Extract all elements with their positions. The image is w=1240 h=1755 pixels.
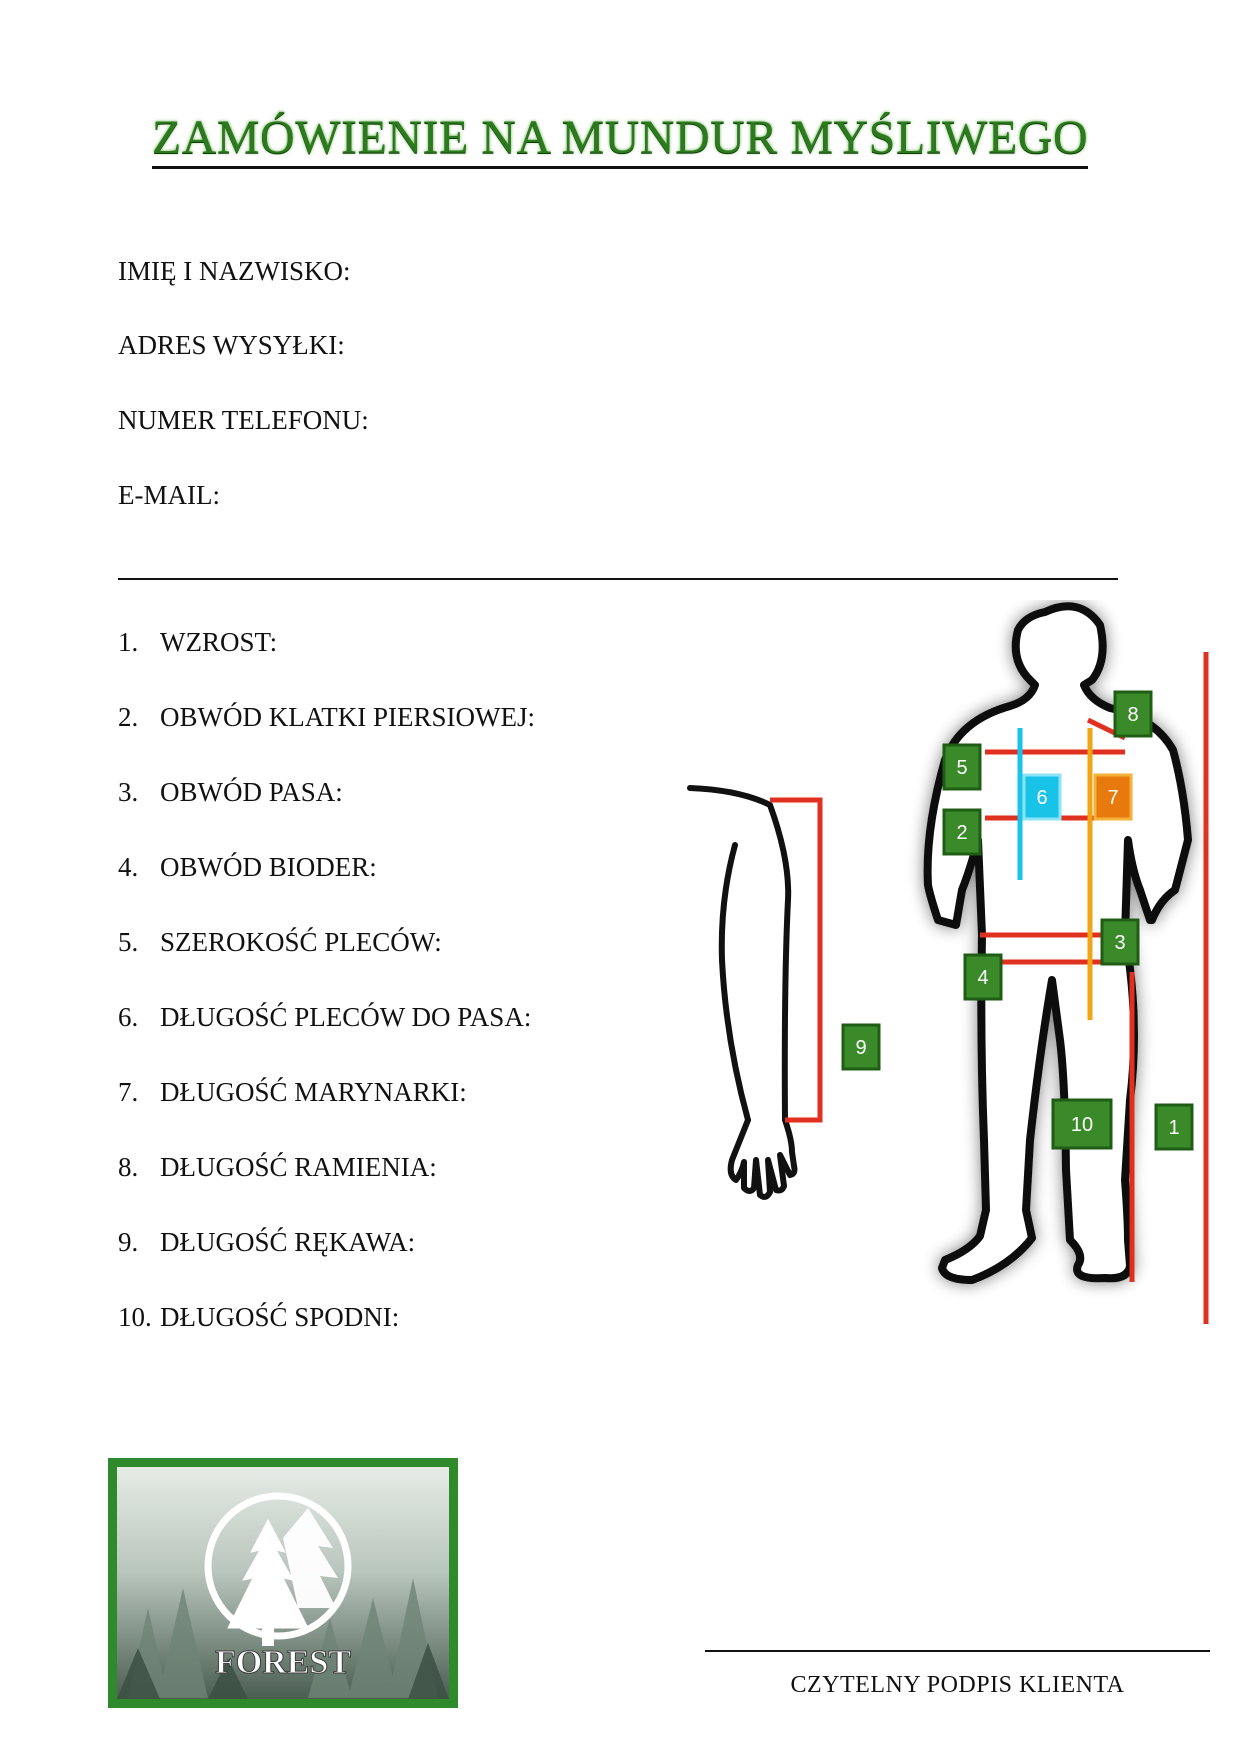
- measurement-label: OBWÓD BIODER:: [160, 852, 377, 882]
- measurement-item-10: 10. DŁUGOŚĆ SPODNI:: [118, 1302, 399, 1333]
- measurement-item-2: 2. OBWÓD KLATKI PIERSIOWEJ:: [118, 702, 535, 733]
- marker-10: 10: [1051, 1098, 1113, 1150]
- svg-text:3: 3: [1114, 932, 1125, 954]
- measurement-number: 8.: [118, 1152, 139, 1182]
- measurement-item-8: 8. DŁUGOŚĆ RAMIENIA:: [118, 1152, 437, 1183]
- page-title: ZAMÓWIENIE NA MUNDUR MYŚLIWEGO: [0, 110, 1240, 169]
- measurement-label: OBWÓD KLATKI PIERSIOWEJ:: [160, 702, 535, 732]
- forest-logo: FOREST: [108, 1458, 458, 1708]
- measurement-label: DŁUGOŚĆ PLECÓW DO PASA:: [160, 1002, 532, 1032]
- measurement-number: 3.: [118, 777, 139, 807]
- signature-label: CZYTELNY PODPIS KLIENTA: [790, 1672, 1125, 1698]
- marker-3: 3: [1100, 918, 1140, 966]
- address-field-label: ADRES WYSYŁKI:: [118, 330, 345, 360]
- measurement-item-4: 4. OBWÓD BIODER:: [118, 852, 377, 883]
- measurement-item-1: 1. WZROST:: [118, 627, 277, 658]
- measurement-label: DŁUGOŚĆ RAMIENIA:: [160, 1152, 437, 1182]
- measurement-number: 7.: [118, 1077, 139, 1107]
- svg-text:2: 2: [956, 822, 967, 844]
- measurement-label: OBWÓD PASA:: [160, 777, 343, 807]
- svg-text:8: 8: [1127, 704, 1138, 726]
- measurement-number: 5.: [118, 927, 139, 957]
- marker-2: 2: [942, 808, 982, 856]
- svg-text:10: 10: [1071, 1114, 1093, 1136]
- logo-text: FOREST: [215, 1644, 351, 1681]
- name-field-label: IMIĘ I NAZWISKO:: [118, 256, 351, 286]
- measurement-item-6: 6. DŁUGOŚĆ PLECÓW DO PASA:: [118, 1002, 531, 1033]
- svg-text:9: 9: [855, 1037, 866, 1059]
- marker-5: 5: [942, 743, 982, 791]
- marker-9: 9: [841, 1023, 881, 1071]
- arm-outline: [687, 785, 798, 1200]
- measurement-number: 9.: [118, 1227, 139, 1257]
- forest-tree-logo-icon: [204, 1492, 352, 1640]
- measurement-number: 4.: [118, 852, 139, 882]
- section-divider: [118, 578, 1118, 580]
- marker-4: 4: [963, 953, 1003, 1001]
- signature-line: [705, 1650, 1210, 1652]
- measurement-item-5: 5. SZEROKOŚĆ PLECÓW:: [118, 927, 442, 958]
- sleeve-length-bracket: [770, 797, 823, 1123]
- measurement-figure-diagram: 8 5 6 7 2 3 4 9 10 1: [687, 602, 1209, 1324]
- email-field-label: E-MAIL:: [118, 480, 220, 510]
- measurement-number: 6.: [118, 1002, 139, 1032]
- marker-6: 6: [1022, 773, 1062, 821]
- measurement-number: 1.: [118, 627, 139, 657]
- measurement-item-3: 3. OBWÓD PASA:: [118, 777, 343, 808]
- marker-7: 7: [1093, 773, 1133, 821]
- svg-text:5: 5: [956, 757, 967, 779]
- measurement-item-7: 7. DŁUGOŚĆ MARYNARKI:: [118, 1077, 467, 1108]
- marker-8: 8: [1113, 690, 1153, 738]
- svg-text:1: 1: [1168, 1117, 1179, 1139]
- measurement-label: WZROST:: [160, 627, 278, 657]
- svg-text:7: 7: [1107, 787, 1118, 809]
- measurement-label: DŁUGOŚĆ MARYNARKI:: [160, 1077, 467, 1107]
- measurement-number: 2.: [118, 702, 139, 732]
- marker-1: 1: [1154, 1103, 1194, 1151]
- measurement-label: DŁUGOŚĆ SPODNI:: [160, 1302, 400, 1332]
- measurement-label: DŁUGOŚĆ RĘKAWA:: [160, 1227, 416, 1257]
- svg-text:4: 4: [977, 967, 988, 989]
- measurement-label: SZEROKOŚĆ PLECÓW:: [160, 927, 442, 957]
- measurement-item-9: 9. DŁUGOŚĆ RĘKAWA:: [118, 1227, 415, 1258]
- phone-field-label: NUMER TELEFONU:: [118, 405, 369, 435]
- svg-text:6: 6: [1036, 787, 1047, 809]
- measurement-number: 10.: [118, 1302, 152, 1332]
